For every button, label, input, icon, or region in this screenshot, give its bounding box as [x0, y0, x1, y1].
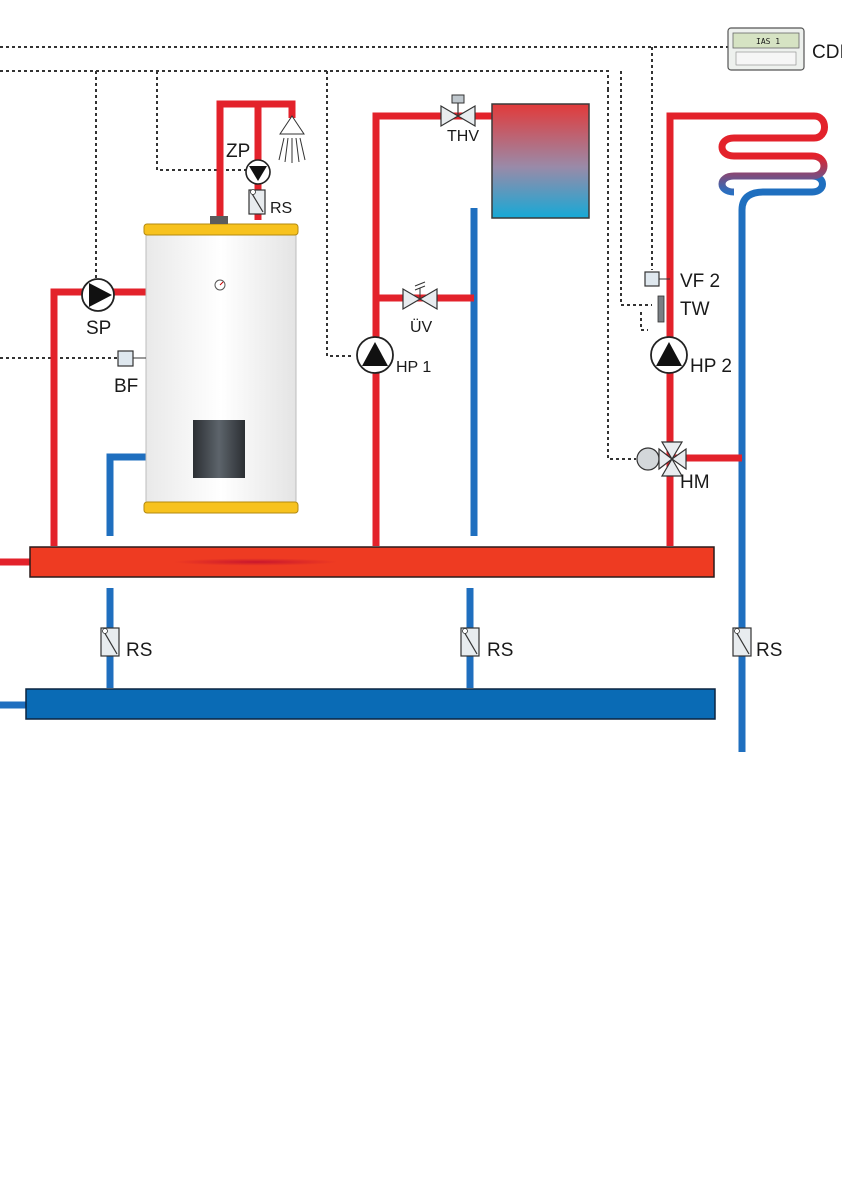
rs-right-valve	[732, 627, 752, 657]
storage-tank	[143, 216, 299, 514]
tw-thermostat	[657, 295, 665, 323]
radiator-icon	[491, 103, 590, 219]
supply-header	[29, 546, 715, 578]
label-hm: HM	[680, 472, 710, 493]
label-hp1: HP 1	[396, 359, 431, 376]
return-header	[25, 688, 716, 720]
label-cdi: CDI	[812, 42, 842, 63]
return-pipes	[0, 172, 826, 752]
label-rs-left: RS	[126, 640, 152, 661]
rs-top-valve	[248, 189, 266, 215]
label-uv: ÜV	[410, 318, 433, 336]
label-rs-top: RS	[270, 200, 292, 217]
actuator-icon	[636, 447, 660, 471]
label-tw: TW	[680, 299, 710, 320]
rs-left-valve	[100, 627, 120, 657]
label-sp: SP	[86, 318, 111, 339]
controller-display: IAS 1	[756, 37, 780, 46]
controller-icon: IAS 1	[727, 27, 805, 71]
hm-mixer	[636, 441, 687, 477]
coil-return-turn	[718, 152, 828, 196]
bf-sensor	[117, 350, 134, 367]
zp-pump	[245, 159, 271, 185]
hp2-pump	[650, 336, 688, 374]
label-zp: ZP	[226, 141, 250, 162]
label-rs-mid: RS	[487, 640, 513, 661]
rs-mid-valve	[460, 627, 480, 657]
valve-icon	[658, 441, 687, 477]
label-vf2: VF 2	[680, 271, 720, 292]
label-bf: BF	[114, 376, 138, 397]
hp1-pump	[356, 336, 394, 374]
vf2-sensor	[644, 271, 660, 287]
thv-valve	[440, 94, 476, 128]
label-rs-right: RS	[756, 640, 782, 661]
shower-icon	[278, 115, 306, 163]
uv-valve	[402, 281, 438, 311]
sp-pump	[81, 278, 115, 312]
label-thv: THV	[447, 128, 479, 145]
control-lines	[0, 46, 728, 460]
label-hp2: HP 2	[690, 356, 732, 377]
valve-icon	[440, 104, 476, 128]
